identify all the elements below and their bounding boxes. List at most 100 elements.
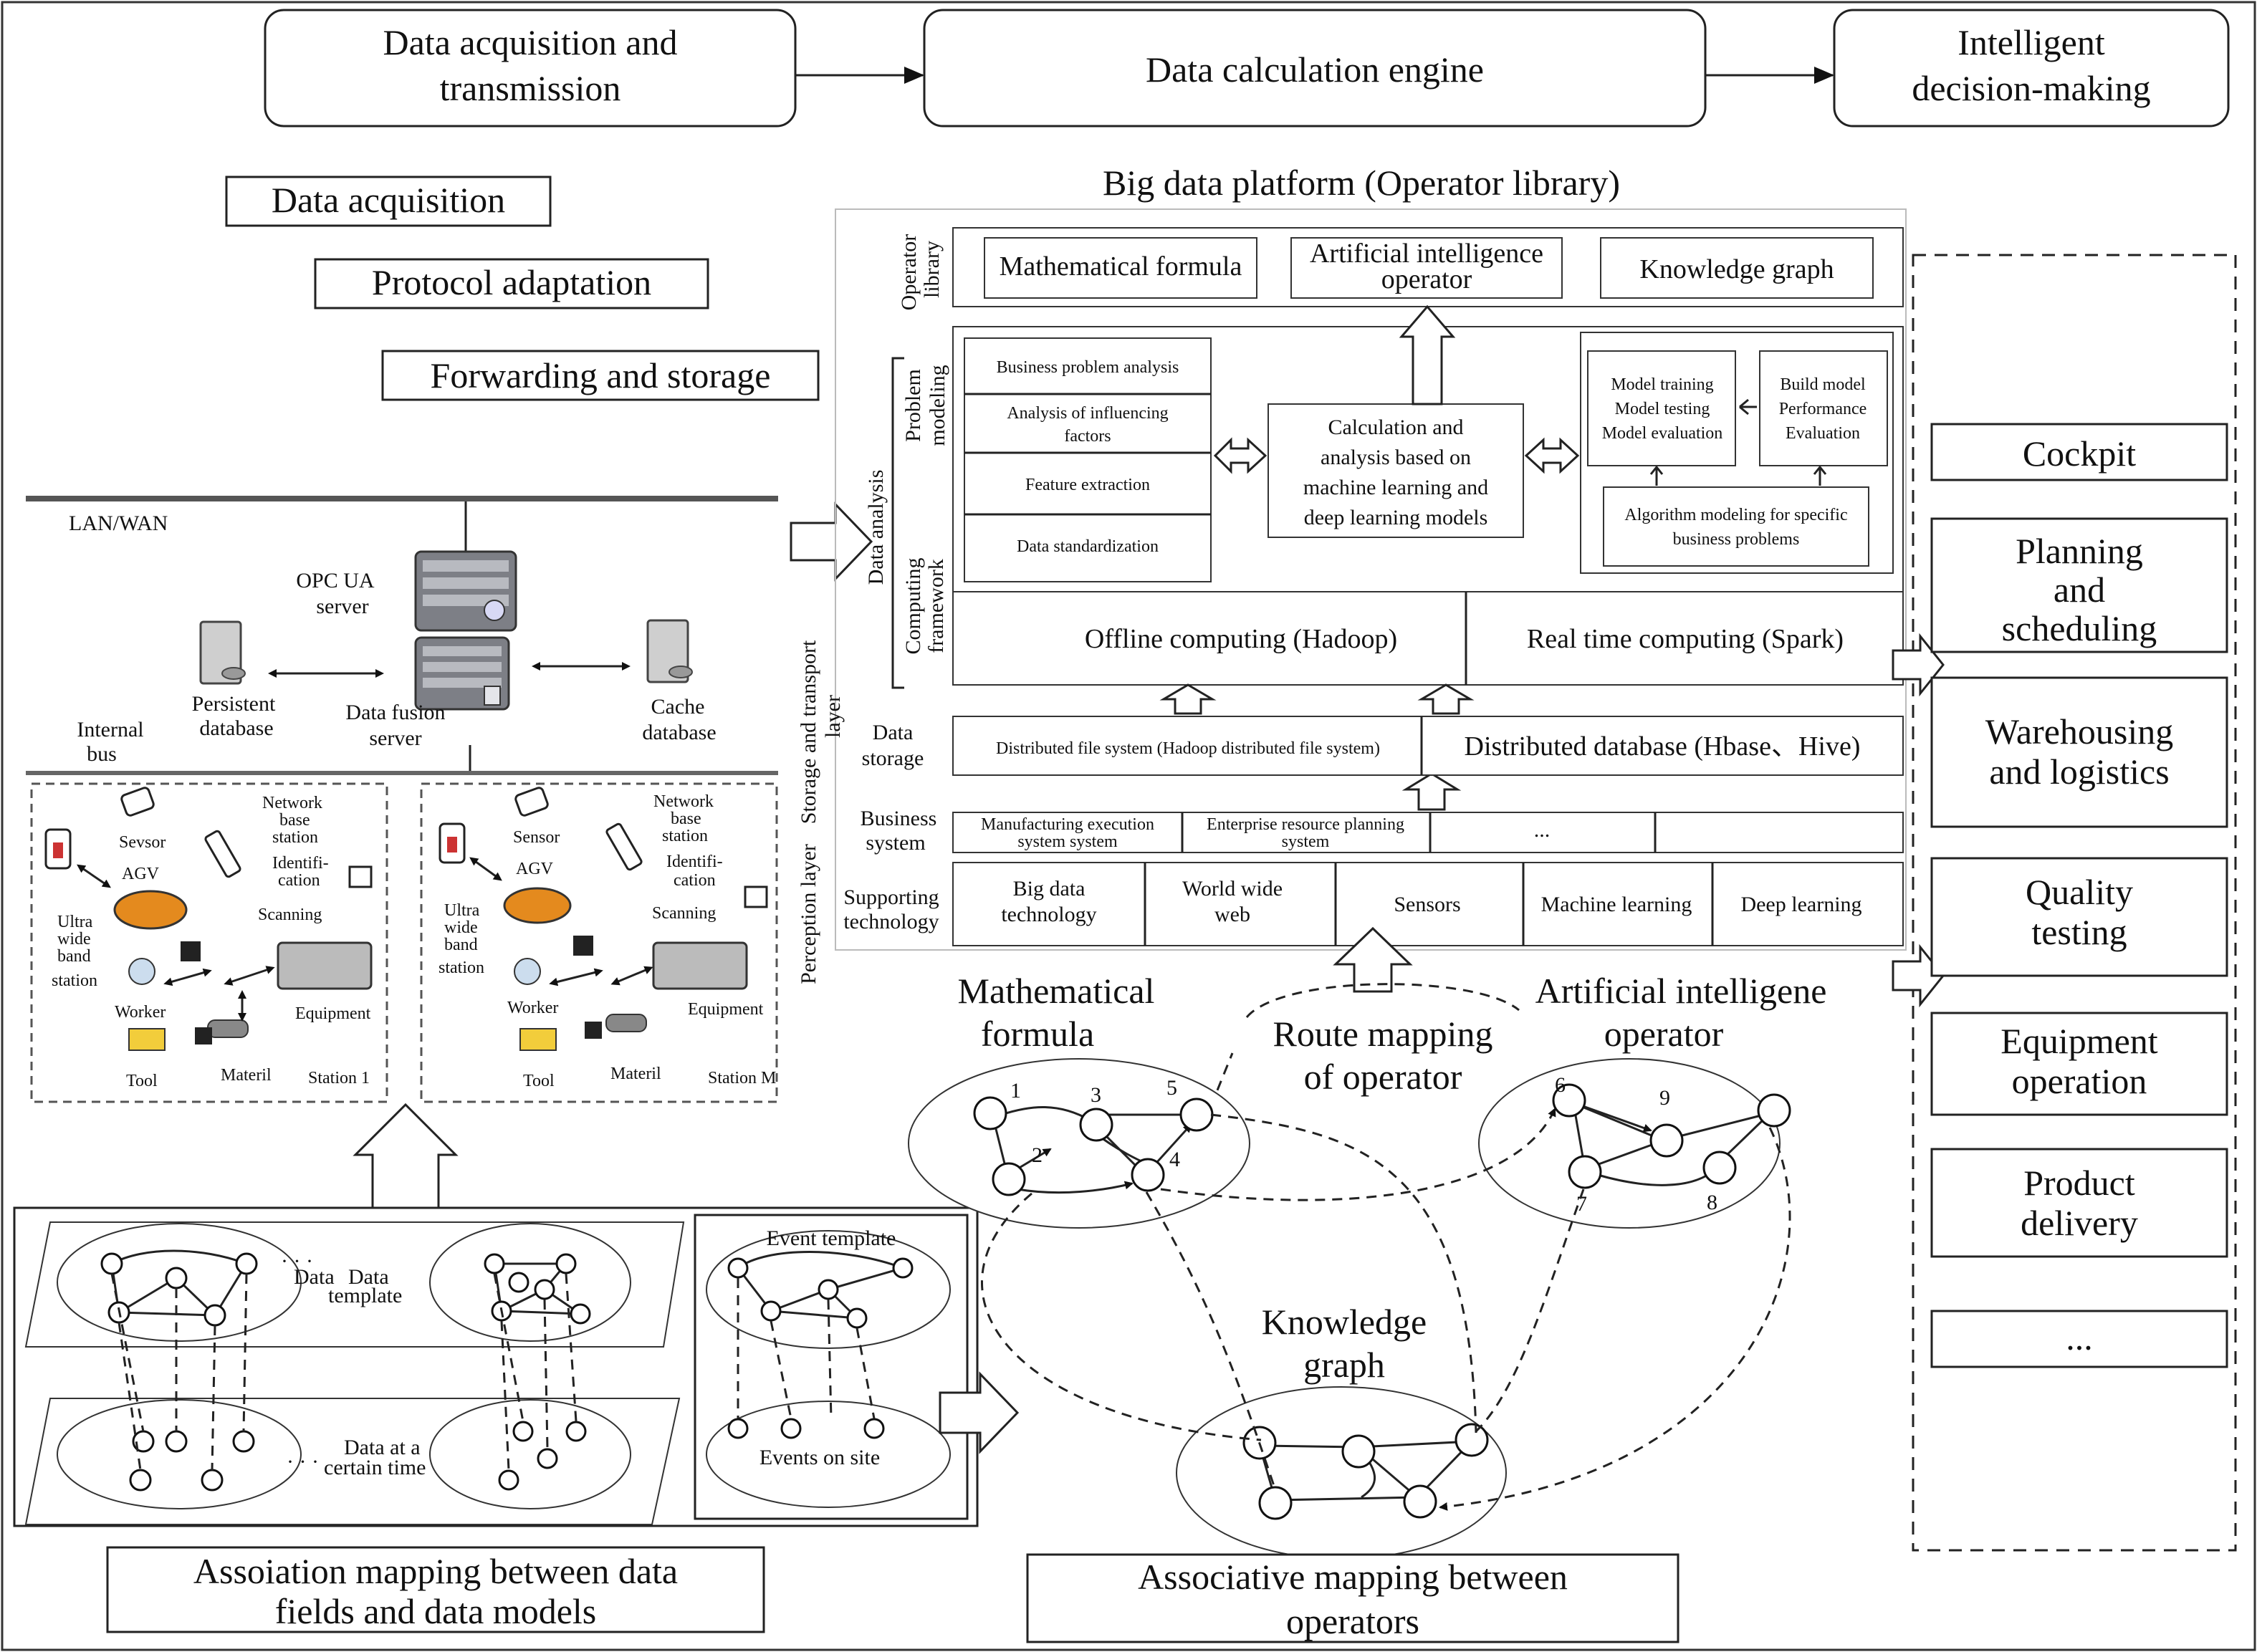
- algo-label-2: business problems: [1673, 530, 1800, 549]
- qr-code-icon: [585, 1022, 602, 1039]
- tool-icon: [519, 1028, 557, 1051]
- time-nodes: [129, 1421, 587, 1492]
- tech-sensors: Sensors: [1394, 893, 1460, 916]
- uwb-agv-link: [469, 857, 502, 881]
- influencing-label-1: Analysis of influencing: [1007, 404, 1168, 423]
- acquisition-steps: Data acquisition Protocol adaptation For…: [225, 176, 820, 401]
- lan-wan-bus: [26, 496, 778, 501]
- internal-bus: [26, 771, 778, 775]
- s1-network-3: station: [272, 828, 318, 847]
- material-icon: [605, 1014, 647, 1032]
- data-mapping-caption-1: Assoiation mapping between data: [193, 1551, 678, 1591]
- sm-scanning: Scanning: [652, 904, 716, 923]
- dots-2: · · ·: [287, 1450, 319, 1474]
- node-1-label: 1: [1010, 1079, 1021, 1103]
- storage-row: [952, 716, 1904, 776]
- planning-label-2: and: [2054, 570, 2105, 610]
- data-template-label-2: template: [328, 1284, 402, 1307]
- mes-label-1: Manufacturing execution: [981, 815, 1154, 834]
- support-label-2: technology: [843, 910, 939, 933]
- opc-ua-server-icon: [414, 550, 517, 632]
- operators-up-arrow: [1333, 926, 1413, 993]
- data-template-1: Data: [294, 1265, 335, 1289]
- data-fusion-server-icon: [414, 636, 510, 711]
- s1-station: Station 1: [308, 1069, 370, 1087]
- sm-network-3: station: [662, 827, 708, 845]
- top-flow: Data acquisition and transmission Data c…: [264, 9, 2230, 128]
- feature-extraction-label: Feature extraction: [1025, 476, 1150, 494]
- opc-label-1: OPC UA: [296, 569, 375, 592]
- data-mapping-caption-box: [106, 1546, 765, 1633]
- equipment-label-1: Equipment: [2000, 1021, 2158, 1061]
- cache-database-icon: [646, 619, 693, 683]
- qr-code-icon: [195, 1027, 212, 1044]
- s1-sensor-label: Sevsor: [119, 833, 166, 852]
- calc-label-3: machine learning and: [1303, 476, 1488, 499]
- s1-network-2: base: [279, 811, 310, 830]
- s1-materil: Materil: [221, 1066, 272, 1085]
- decision-panel: Cockpit Planning and scheduling Warehous…: [1892, 254, 2237, 1552]
- business-problem-label: Business problem analysis: [997, 358, 1179, 377]
- sm-uwb-2: wide: [444, 918, 478, 937]
- calc-label-1: Calculation and: [1328, 416, 1463, 439]
- sm-ident-2: cation: [674, 871, 716, 890]
- tech-www-1: World wide: [1182, 877, 1283, 901]
- layer-operator-1: Operator: [897, 234, 921, 311]
- op-math-label: Mathematical formula: [1000, 251, 1242, 282]
- op-math-box: [984, 237, 1257, 299]
- math-operator-label-1: Mathematical: [958, 971, 1155, 1011]
- operator-caption-2: operators: [1286, 1601, 1419, 1641]
- dfs-label: Distributed file system (Hadoop distribu…: [996, 739, 1380, 758]
- uwb-indicator-icon: [53, 842, 63, 858]
- ai-operator-label-2: operator: [1604, 1014, 1724, 1054]
- data-standardization-label: Data standardization: [1017, 537, 1159, 556]
- layer-operator-2: library: [920, 241, 944, 298]
- operator-caption-box: [1026, 1553, 1679, 1643]
- event-template-label: Event template: [767, 1226, 896, 1250]
- route-label-2: of operator: [1304, 1057, 1462, 1097]
- calc-box: [1268, 403, 1524, 538]
- algo-label-1: Algorithm modeling for specific: [1624, 506, 1847, 524]
- s1-uwb-1: Ultra: [57, 913, 93, 931]
- lan-wan-label: LAN/WAN: [69, 512, 168, 535]
- scanner-icon: [605, 822, 643, 871]
- mapping-right-arrow: [939, 1371, 1020, 1454]
- sm-uwb-4: station: [439, 959, 484, 977]
- tech-bigdata-1: Big data: [1013, 877, 1086, 901]
- event-ellipse-2: [706, 1401, 951, 1508]
- computing-row: [952, 591, 1904, 686]
- platform-right-arrow: [790, 501, 873, 582]
- warehousing-box: [1930, 676, 2228, 828]
- ddb-label: Distributed database (Hbase、Hive): [1465, 731, 1861, 762]
- layer-computing-2: framework: [924, 559, 948, 653]
- flow-step-engine: [923, 9, 1707, 128]
- build-model-label: Build model: [1780, 375, 1866, 394]
- sm-tool: Tool: [523, 1072, 555, 1090]
- network-section: LAN/WAN OPC UA server Data fusion server…: [26, 496, 778, 775]
- tech-www-2: web: [1214, 903, 1250, 926]
- s1-network-1: Network: [262, 794, 322, 812]
- s1-ident-2: cation: [278, 871, 320, 890]
- s1-agv-label: AGV: [122, 865, 160, 883]
- tech-dl: Deep learning: [1740, 893, 1861, 916]
- equipment-box: [1930, 1012, 2228, 1116]
- worker-icon: [128, 958, 155, 985]
- layer-problem-1: Problem: [901, 369, 925, 442]
- delivery-label-1: Product: [2023, 1163, 2135, 1203]
- s1-worker: Worker: [115, 1003, 166, 1022]
- worker-link: [163, 968, 212, 986]
- persistent-label-1: Persistent: [192, 692, 276, 716]
- ai-ellipse: [1478, 1058, 1781, 1229]
- fusion-label-2: server: [369, 726, 421, 750]
- sm-uwb-1: Ultra: [444, 901, 480, 920]
- s1-equipment: Equipment: [295, 1004, 371, 1023]
- equipment-icon: [277, 941, 373, 990]
- warehousing-label-1: Warehousing: [1985, 711, 2174, 751]
- sm-ident-1: Identifi-: [666, 853, 723, 871]
- node-9-label: 9: [1659, 1086, 1670, 1110]
- sm-station: Station M: [708, 1069, 776, 1087]
- protocol-adaptation-box: [314, 258, 709, 309]
- agv-icon: [503, 887, 572, 924]
- mapping-dashes: [110, 1273, 578, 1471]
